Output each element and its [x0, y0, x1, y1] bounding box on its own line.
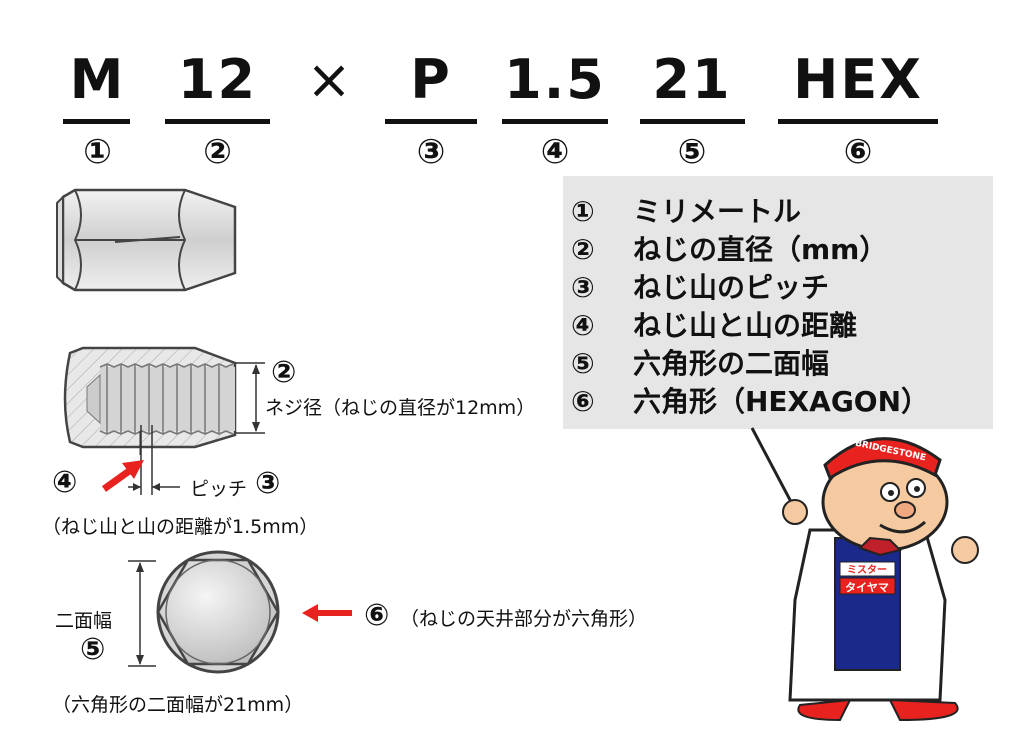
width-desc: （六角形の二面幅が21mm）: [52, 694, 304, 716]
num-1: ①: [83, 132, 112, 172]
legend-item: ⑥ 六角形（HEXAGON）: [571, 380, 929, 420]
pitch-dimension-lines: [128, 362, 265, 495]
nut-cutaway-view: [63, 346, 237, 455]
distance-label: （ねじ山と山の距離が1.5mm）: [42, 516, 319, 538]
width-label: 二面幅: [55, 610, 113, 632]
legend-text: ねじの直径（mm）: [633, 233, 888, 266]
badge-top: ミスター: [847, 564, 887, 576]
red-arrow-icon: [101, 460, 144, 492]
legend-num: ③: [571, 271, 595, 304]
legend-num: ④: [571, 309, 595, 342]
underline: [778, 119, 938, 124]
legend-item: ① ミリメートル: [571, 190, 801, 230]
underline: [640, 119, 745, 124]
legend-box: ① ミリメートル ② ねじの直径（mm） ③ ねじ山のピッチ ④ ねじ山と山の距離 ⑤ 六…: [563, 176, 993, 429]
badge-bottom: タイヤマ: [845, 581, 889, 594]
legend-item: ⑤ 六角形の二面幅: [571, 342, 829, 382]
code-12: 12: [177, 48, 258, 111]
code-m: M: [69, 48, 126, 111]
hex-num: ⑥: [364, 598, 390, 633]
code-1-5: 1.5: [504, 48, 606, 111]
nut-top-view: [128, 550, 280, 674]
code-p: P: [410, 48, 452, 111]
code-21: 21: [652, 48, 732, 111]
num-3: ③: [416, 132, 446, 172]
legend-text: ねじ山のピッチ: [633, 271, 830, 304]
legend-num: ⑤: [571, 347, 595, 380]
underline: [165, 119, 270, 124]
diameter-num: ②: [271, 355, 297, 390]
diameter-label: ネジ径（ねじの直径が12mm）: [265, 397, 536, 419]
legend-num: ⑥: [571, 385, 595, 418]
mascot-illustration: ミスター タイヤマ BRIDGESTONE: [750, 427, 979, 722]
underline: [385, 119, 477, 124]
legend-num: ②: [571, 233, 595, 266]
legend-item: ③ ねじ山のピッチ: [571, 266, 829, 306]
code-times: ×: [306, 48, 354, 111]
pitch-num: ③: [255, 466, 281, 501]
hex-label: （ねじの天井部分が六角形）: [400, 608, 648, 630]
num-2: ②: [203, 132, 232, 172]
num-5: ⑤: [677, 132, 707, 172]
pitch-label: ピッチ: [190, 478, 248, 500]
num-4: ④: [540, 132, 570, 172]
distance-num: ④: [52, 465, 78, 500]
num-6: ⑥: [843, 132, 873, 172]
underline: [63, 119, 130, 124]
underline: [502, 119, 608, 124]
nut-side-view: [56, 188, 237, 292]
code-hex: HEX: [793, 48, 923, 111]
legend-text: ねじ山と山の距離: [633, 309, 858, 342]
width-num: ⑤: [80, 632, 106, 667]
legend-text: 六角形の二面幅: [633, 347, 830, 380]
legend-num: ①: [571, 195, 595, 228]
legend-text: 六角形（HEXAGON）: [633, 385, 930, 418]
legend-item: ④ ねじ山と山の距離: [571, 304, 857, 344]
legend-text: ミリメートル: [633, 195, 802, 228]
red-arrow-left-icon: [302, 604, 352, 622]
legend-item: ② ねじの直径（mm）: [571, 228, 887, 268]
